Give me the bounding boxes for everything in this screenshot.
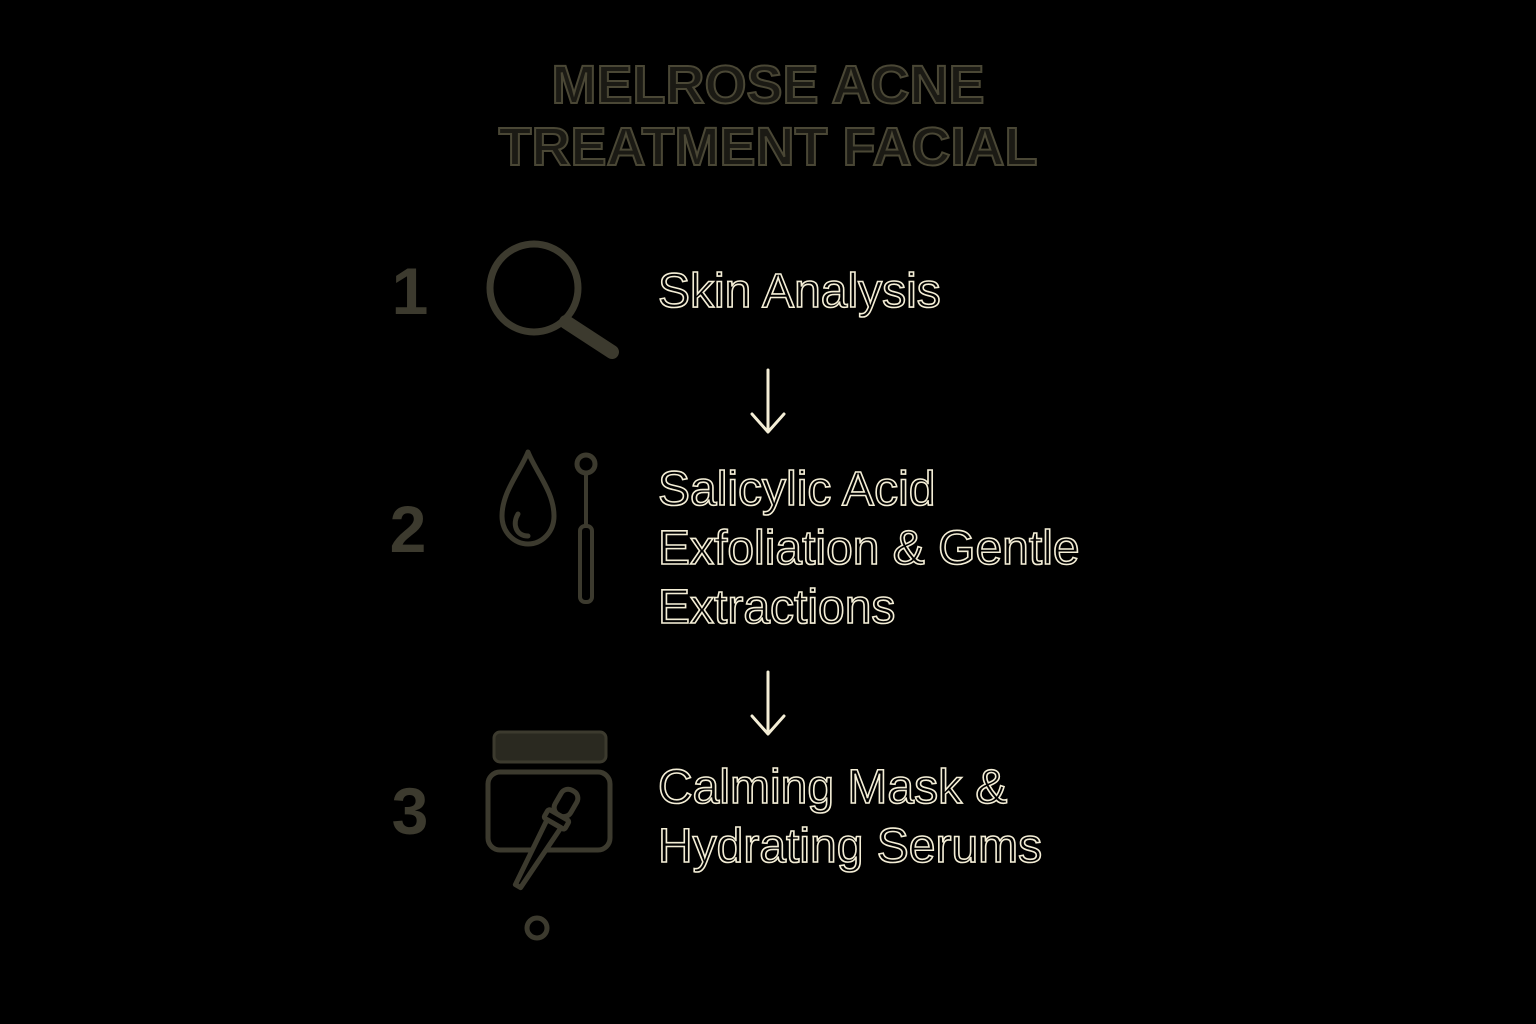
step-2-label-line-1: Salicylic Acid — [657, 462, 936, 517]
step-3-label-line-1: Calming Mask & — [657, 760, 1008, 815]
step-3-number: 3 — [391, 774, 429, 848]
down-arrow-2 — [750, 670, 786, 736]
page-title: MELROSE ACNE TREATMENT FACIAL — [0, 54, 1536, 178]
droplet-and-extractor-icon — [499, 449, 598, 604]
step-2-label-line-2: Exfoliation & Gentle — [657, 521, 1080, 576]
step-2-number: 2 — [389, 492, 427, 566]
step-1-number: 1 — [391, 254, 429, 328]
title-line-2: TREATMENT FACIAL — [498, 116, 1039, 178]
step-3-label-line-2: Hydrating Serums — [657, 819, 1043, 874]
magnifying-glass-icon — [486, 240, 619, 359]
title-line-1: MELROSE ACNE — [550, 54, 985, 116]
step-2-label: Salicylic Acid Exfoliation & Gentle Extr… — [657, 460, 1080, 637]
step-1-label: Skin Analysis — [657, 262, 941, 321]
step-1-label-line-1: Skin Analysis — [657, 264, 941, 319]
jar-and-dropper-icon — [485, 730, 613, 941]
step-3-label: Calming Mask & Hydrating Serums — [657, 758, 1043, 876]
down-arrow-1 — [750, 368, 786, 434]
step-2-label-line-3: Extractions — [657, 580, 896, 635]
